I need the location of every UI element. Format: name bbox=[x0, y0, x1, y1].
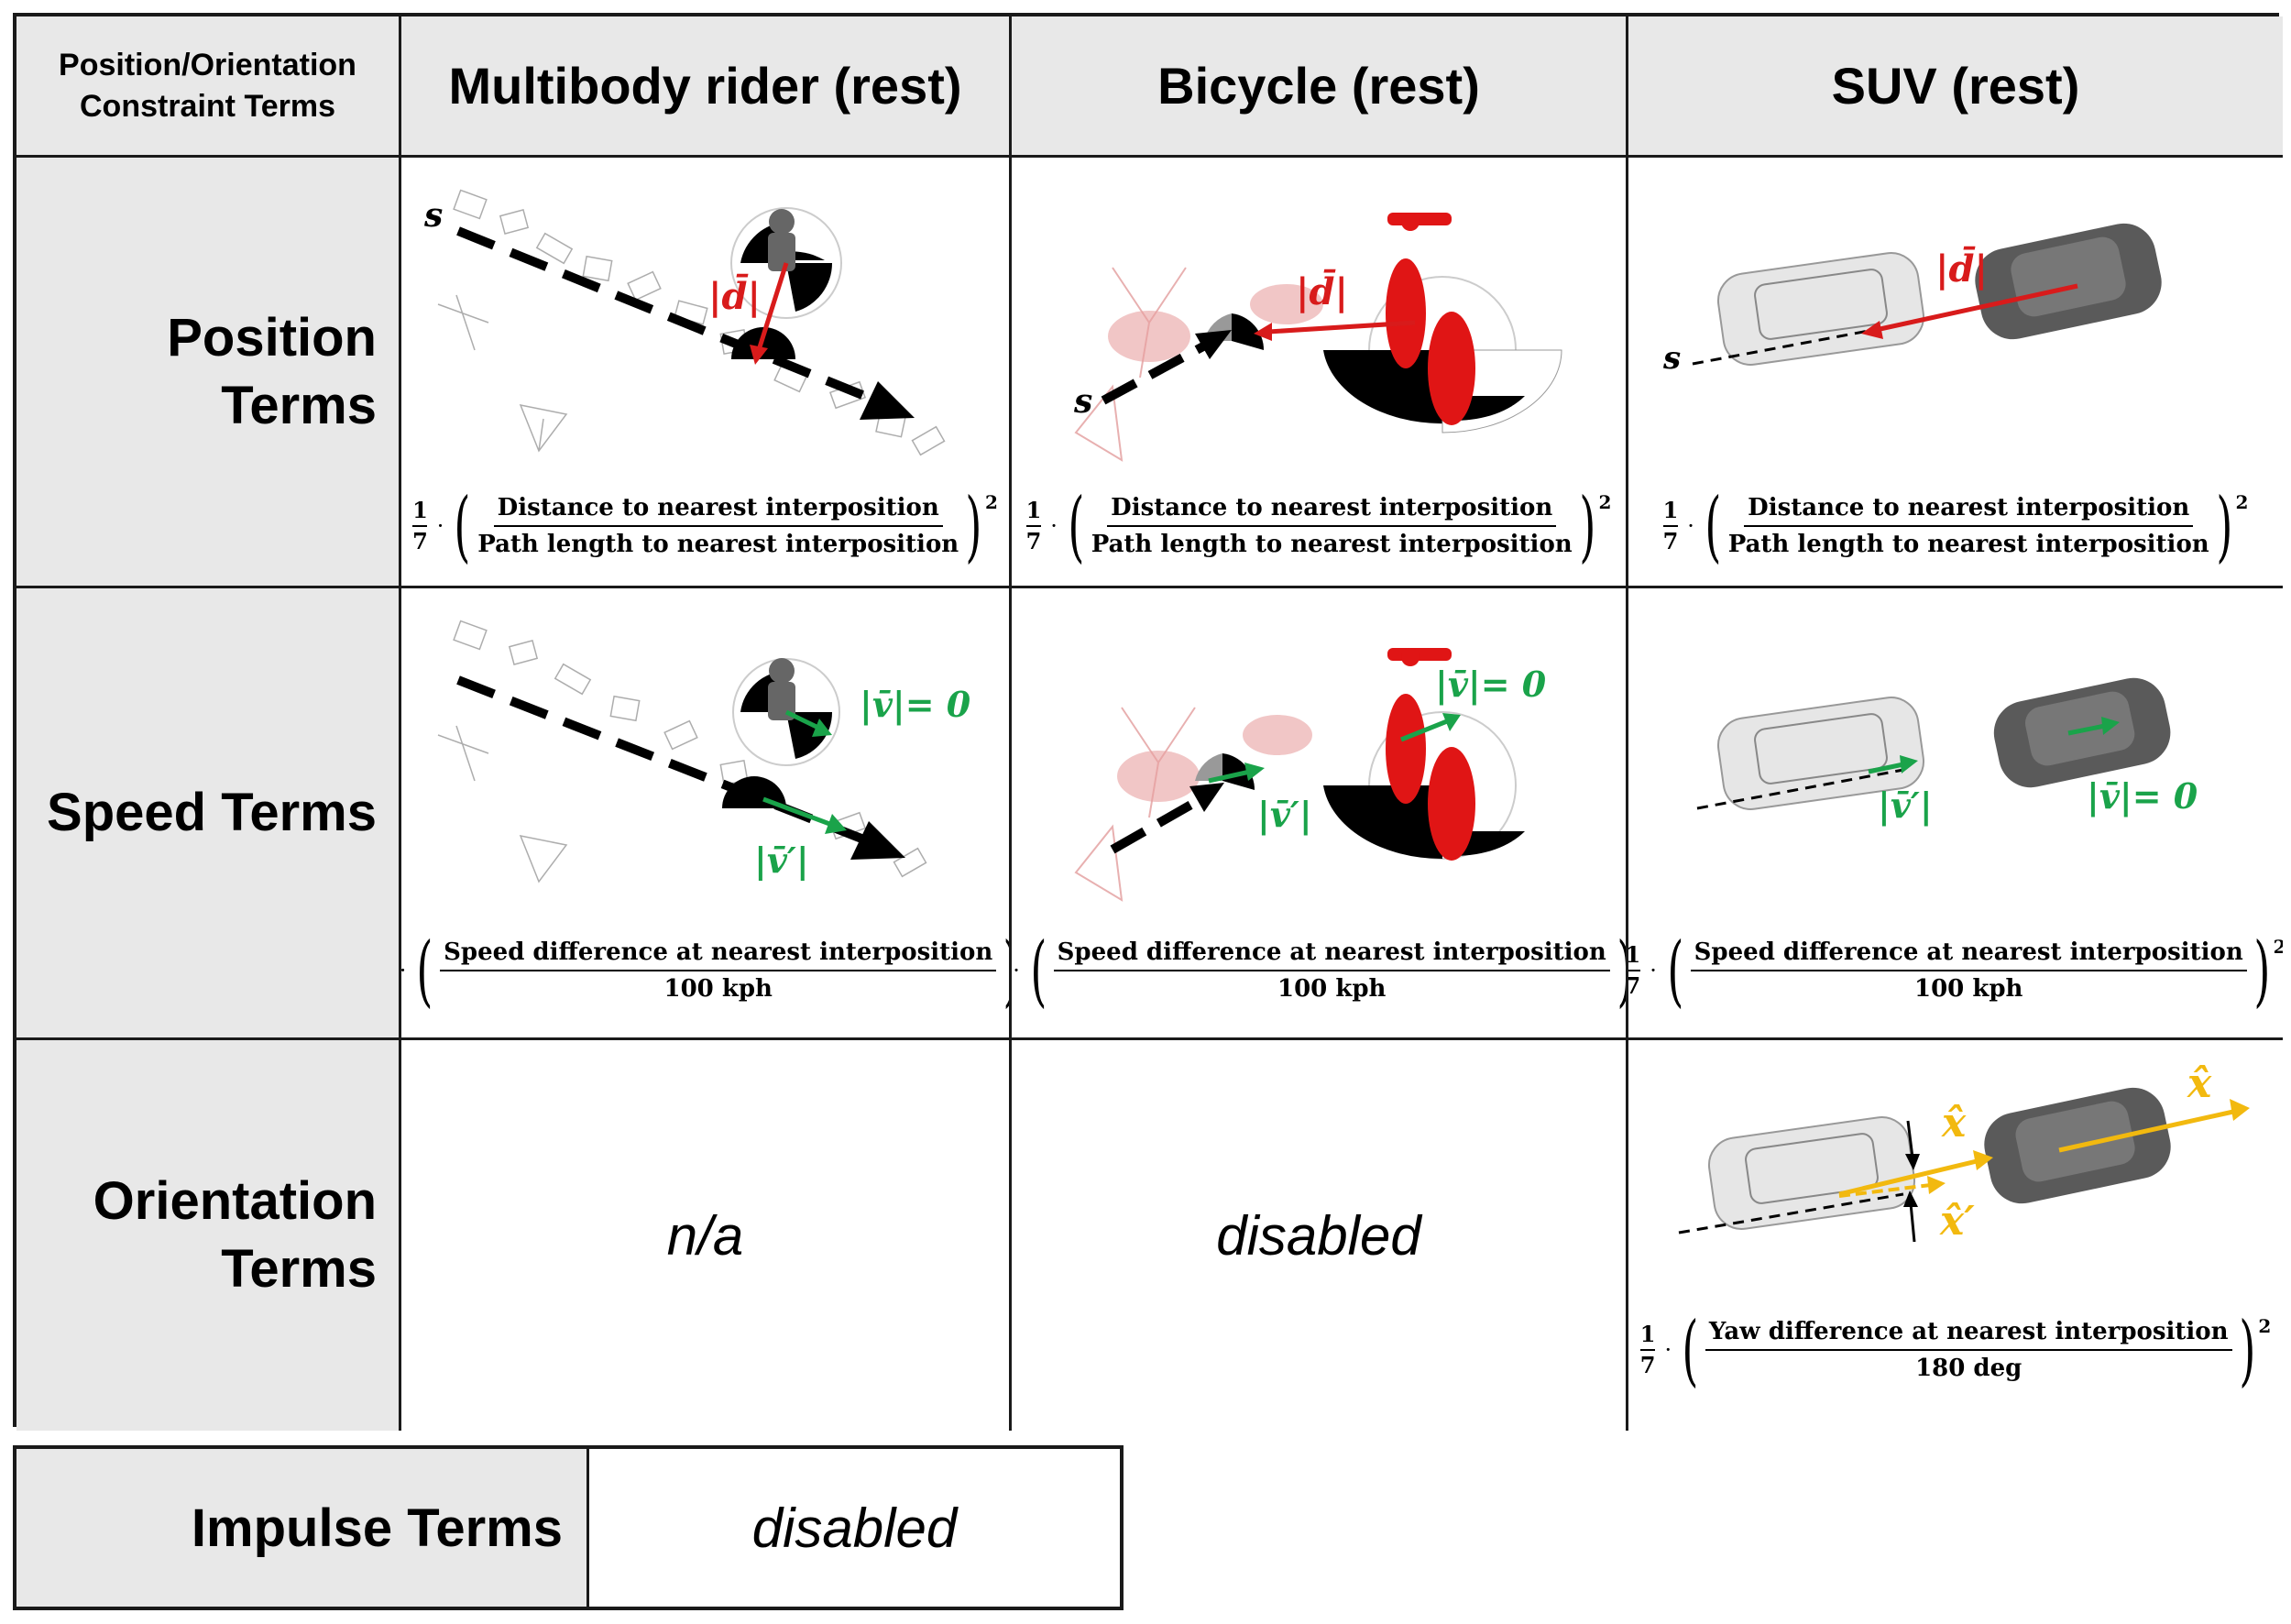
corner-header: Position/Orientation Constraint Terms bbox=[16, 16, 401, 158]
distance-label: |d̄| bbox=[708, 275, 761, 318]
heading-label-forward: x̂ bbox=[2187, 1060, 2212, 1107]
speed-rider-cell: |v̄|= 0 |v̄′| 17 · ( Speed difference at… bbox=[401, 588, 1012, 1040]
rider-figure-icon bbox=[768, 209, 795, 271]
velocity-prime-label: |v̄′| bbox=[1878, 785, 1933, 826]
column-header-bicycle: Bicycle (rest) bbox=[1012, 16, 1628, 158]
bicycle-speed-illustration: |v̄|= 0 |v̄′| bbox=[1074, 648, 1547, 902]
heading-prime-label: x̂′ bbox=[1939, 1198, 1975, 1245]
velocity-prime-label: |v̄′| bbox=[754, 839, 809, 881]
impulse-terms-value: disabled bbox=[751, 1497, 958, 1559]
row-header-speed: Speed Terms bbox=[16, 588, 401, 1040]
suv-ghost-icon bbox=[1716, 697, 1925, 810]
speed-formula-bicycle: 17 · ( Speed difference at nearest inter… bbox=[1012, 932, 1626, 1009]
velocity-zero-label: |v̄|= 0 bbox=[1435, 664, 1547, 705]
speed-formula-rider: 17 · ( Speed difference at nearest inter… bbox=[401, 932, 1009, 1009]
suv-position-illustration: s |d̄| bbox=[1662, 223, 2162, 377]
orientation-rider-value: n/a bbox=[401, 1040, 1012, 1431]
impulse-terms-label: Impulse Terms bbox=[16, 1449, 589, 1607]
impulse-terms-table: Impulse Terms disabled bbox=[13, 1445, 1124, 1610]
suv-ghost-icon bbox=[1707, 1116, 1916, 1230]
speed-bicycle-cell: |v̄|= 0 |v̄′| 17 · ( Speed difference at… bbox=[1012, 588, 1628, 1040]
speed-suv-cell: |v̄|= 0 |v̄′| 17 · ( Speed difference at… bbox=[1628, 588, 2283, 1040]
velocity-zero-label: |v̄|= 0 bbox=[860, 684, 971, 725]
column-header-rider: Multibody rider (rest) bbox=[401, 16, 1012, 158]
heading-label: x̂ bbox=[1941, 1100, 1967, 1147]
suv-speed-illustration: |v̄|= 0 |v̄′| bbox=[1696, 677, 2198, 826]
distance-label: |d̄| bbox=[1935, 247, 1988, 291]
velocity-prime-label: |v̄′| bbox=[1257, 794, 1312, 835]
suv-orientation-illustration: x̂ x̂′ x̂ bbox=[1678, 1060, 2250, 1245]
suv-ghost-icon bbox=[1716, 252, 1925, 366]
rider-figure-icon bbox=[768, 658, 795, 720]
path-label: s bbox=[1073, 382, 1092, 421]
bicycle-icon bbox=[1386, 213, 1475, 425]
suv-icon bbox=[1975, 223, 2162, 340]
column-header-suv: SUV (rest) bbox=[1628, 16, 2283, 158]
constraint-terms-table: Position/Orientation Constraint Terms Mu… bbox=[13, 13, 2283, 1431]
orientation-bicycle-value: disabled bbox=[1012, 1040, 1628, 1431]
velocity-zero-label: |v̄|= 0 bbox=[2087, 775, 2198, 817]
row-header-position: Position Terms bbox=[16, 158, 401, 588]
path-label: s bbox=[1662, 340, 1681, 377]
bicycle-icon bbox=[1386, 648, 1475, 861]
row-header-orientation: Orientation Terms bbox=[16, 1040, 401, 1431]
bicycle-position-illustration: s |d̄| bbox=[1073, 213, 1562, 462]
rider-position-illustration: s |d̄| bbox=[423, 189, 946, 456]
rider-speed-illustration: |v̄|= 0 |v̄′| bbox=[437, 620, 971, 883]
distance-label: |d̄| bbox=[1296, 270, 1348, 313]
speed-formula-suv: 17 · ( Speed difference at nearest inter… bbox=[1628, 932, 2283, 1009]
path-label: s bbox=[423, 196, 443, 235]
